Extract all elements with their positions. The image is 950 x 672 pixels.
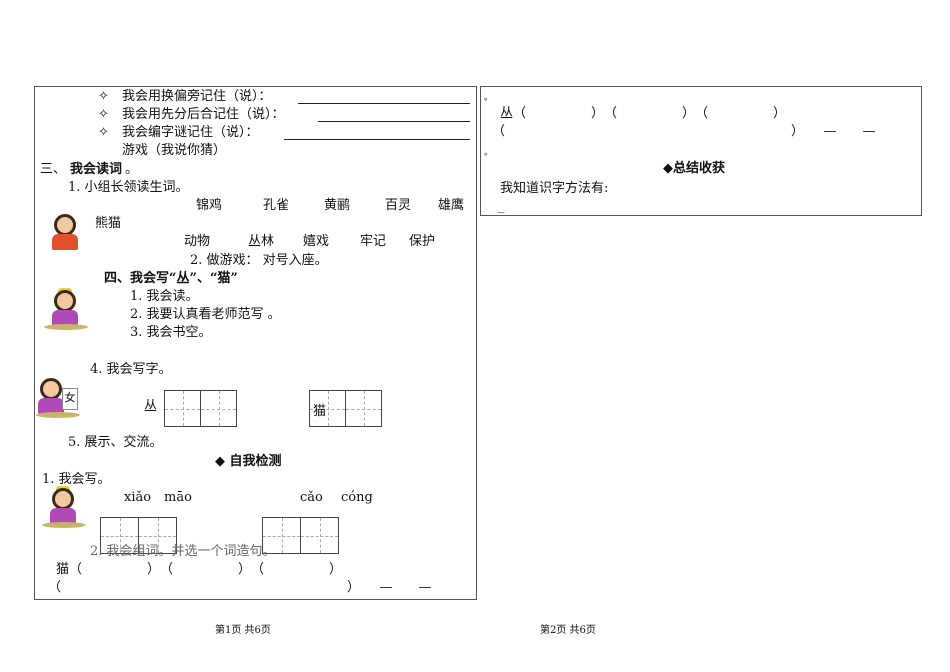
sec4-title: 四、我会写“丛”、“猫”: [104, 271, 238, 286]
sec4-item: 3. 我会书空。: [130, 325, 212, 340]
word: 动物: [184, 234, 211, 249]
write-char-cong: 丛: [144, 399, 158, 414]
girl-card-illustration: 女: [36, 376, 80, 422]
sec3-title: 我会读词: [70, 162, 123, 177]
summary-text: 我知道识字方法有:: [500, 181, 609, 196]
game-text: 游戏（我说你猜）: [122, 143, 227, 158]
cong-words[interactable]: 丛（ ） （ ） （ ）: [500, 106, 787, 121]
page2-frame: [480, 86, 922, 216]
bullet-icon: ✧: [98, 89, 109, 104]
answer-line-1[interactable]: [298, 103, 470, 104]
bullet-2: 我会用先分后合记住（说）：: [122, 107, 285, 122]
self-check-title: ◆ 自我检测: [215, 454, 282, 469]
sec4-item5: 5. 展示、交流。: [68, 435, 163, 450]
bullet-3: 我会编字谜记住（说）：: [122, 125, 259, 140]
write-char-mao: 猫: [313, 404, 327, 419]
word: 熊猫: [95, 216, 122, 231]
pinyin: cǎo: [300, 490, 323, 505]
girl-illustration: [44, 288, 88, 334]
answer-line-2[interactable]: [318, 121, 470, 122]
bullet-1: 我会用换偏旁记住（说）：: [122, 89, 272, 104]
writing-grid-caocong[interactable]: [262, 517, 339, 554]
bullet-icon: ✧: [98, 107, 109, 122]
check2: 2. 我会组词。并选一个词造句。: [90, 544, 276, 559]
word: 牢记: [360, 234, 387, 249]
page1-footer: 第1页 共6页: [215, 625, 271, 636]
bullet-icon: ✧: [98, 125, 109, 140]
sec4-item: 4. 我会写字。: [90, 362, 172, 377]
sec3-num: 三、: [40, 162, 67, 177]
word: 丛林: [248, 234, 275, 249]
dot: 。: [484, 148, 494, 158]
girl-illustration: [42, 486, 86, 532]
page2-footer: 第2页 共6页: [540, 625, 596, 636]
sec3-end: 。: [125, 162, 139, 177]
summary-title: ◆总结收获: [663, 161, 725, 176]
word: 保护: [409, 234, 436, 249]
word: 黄鹂: [324, 198, 351, 213]
word: 锦鸡: [196, 198, 223, 213]
sentence-line[interactable]: （ ） — —: [48, 580, 432, 595]
dot: 。: [484, 93, 494, 103]
pinyin: xiǎo: [124, 490, 152, 505]
pinyin: cóng: [341, 490, 373, 505]
sec4-item: 1. 我会读。: [130, 289, 199, 304]
writing-grid-mao[interactable]: 猫: [309, 390, 382, 427]
underscore: _: [498, 199, 505, 214]
word: 百灵: [385, 198, 412, 213]
card-char: 女: [62, 388, 78, 410]
word: 雄鹰: [438, 198, 465, 213]
word: 嬉戏: [303, 234, 330, 249]
sec4-item: 2. 我要认真看老师范写 。: [130, 307, 281, 322]
check1: 1. 我会写。: [42, 472, 111, 487]
sec3-item2: 2. 做游戏： 对号入座。: [190, 253, 328, 268]
sec3-item1: 1. 小组长领读生词。: [68, 180, 189, 195]
writing-grid-cong[interactable]: [164, 390, 237, 427]
sentence-line[interactable]: （ ） — —: [492, 124, 876, 139]
pinyin: māo: [164, 490, 192, 505]
answer-line-3[interactable]: [284, 139, 470, 140]
page1-frame: [34, 86, 477, 600]
writing-grid-xiaomao[interactable]: [100, 517, 177, 554]
boy-illustration: [44, 212, 88, 258]
mao-words[interactable]: 猫（ ） （ ） （ ）: [56, 562, 343, 577]
word: 孔雀: [263, 198, 290, 213]
